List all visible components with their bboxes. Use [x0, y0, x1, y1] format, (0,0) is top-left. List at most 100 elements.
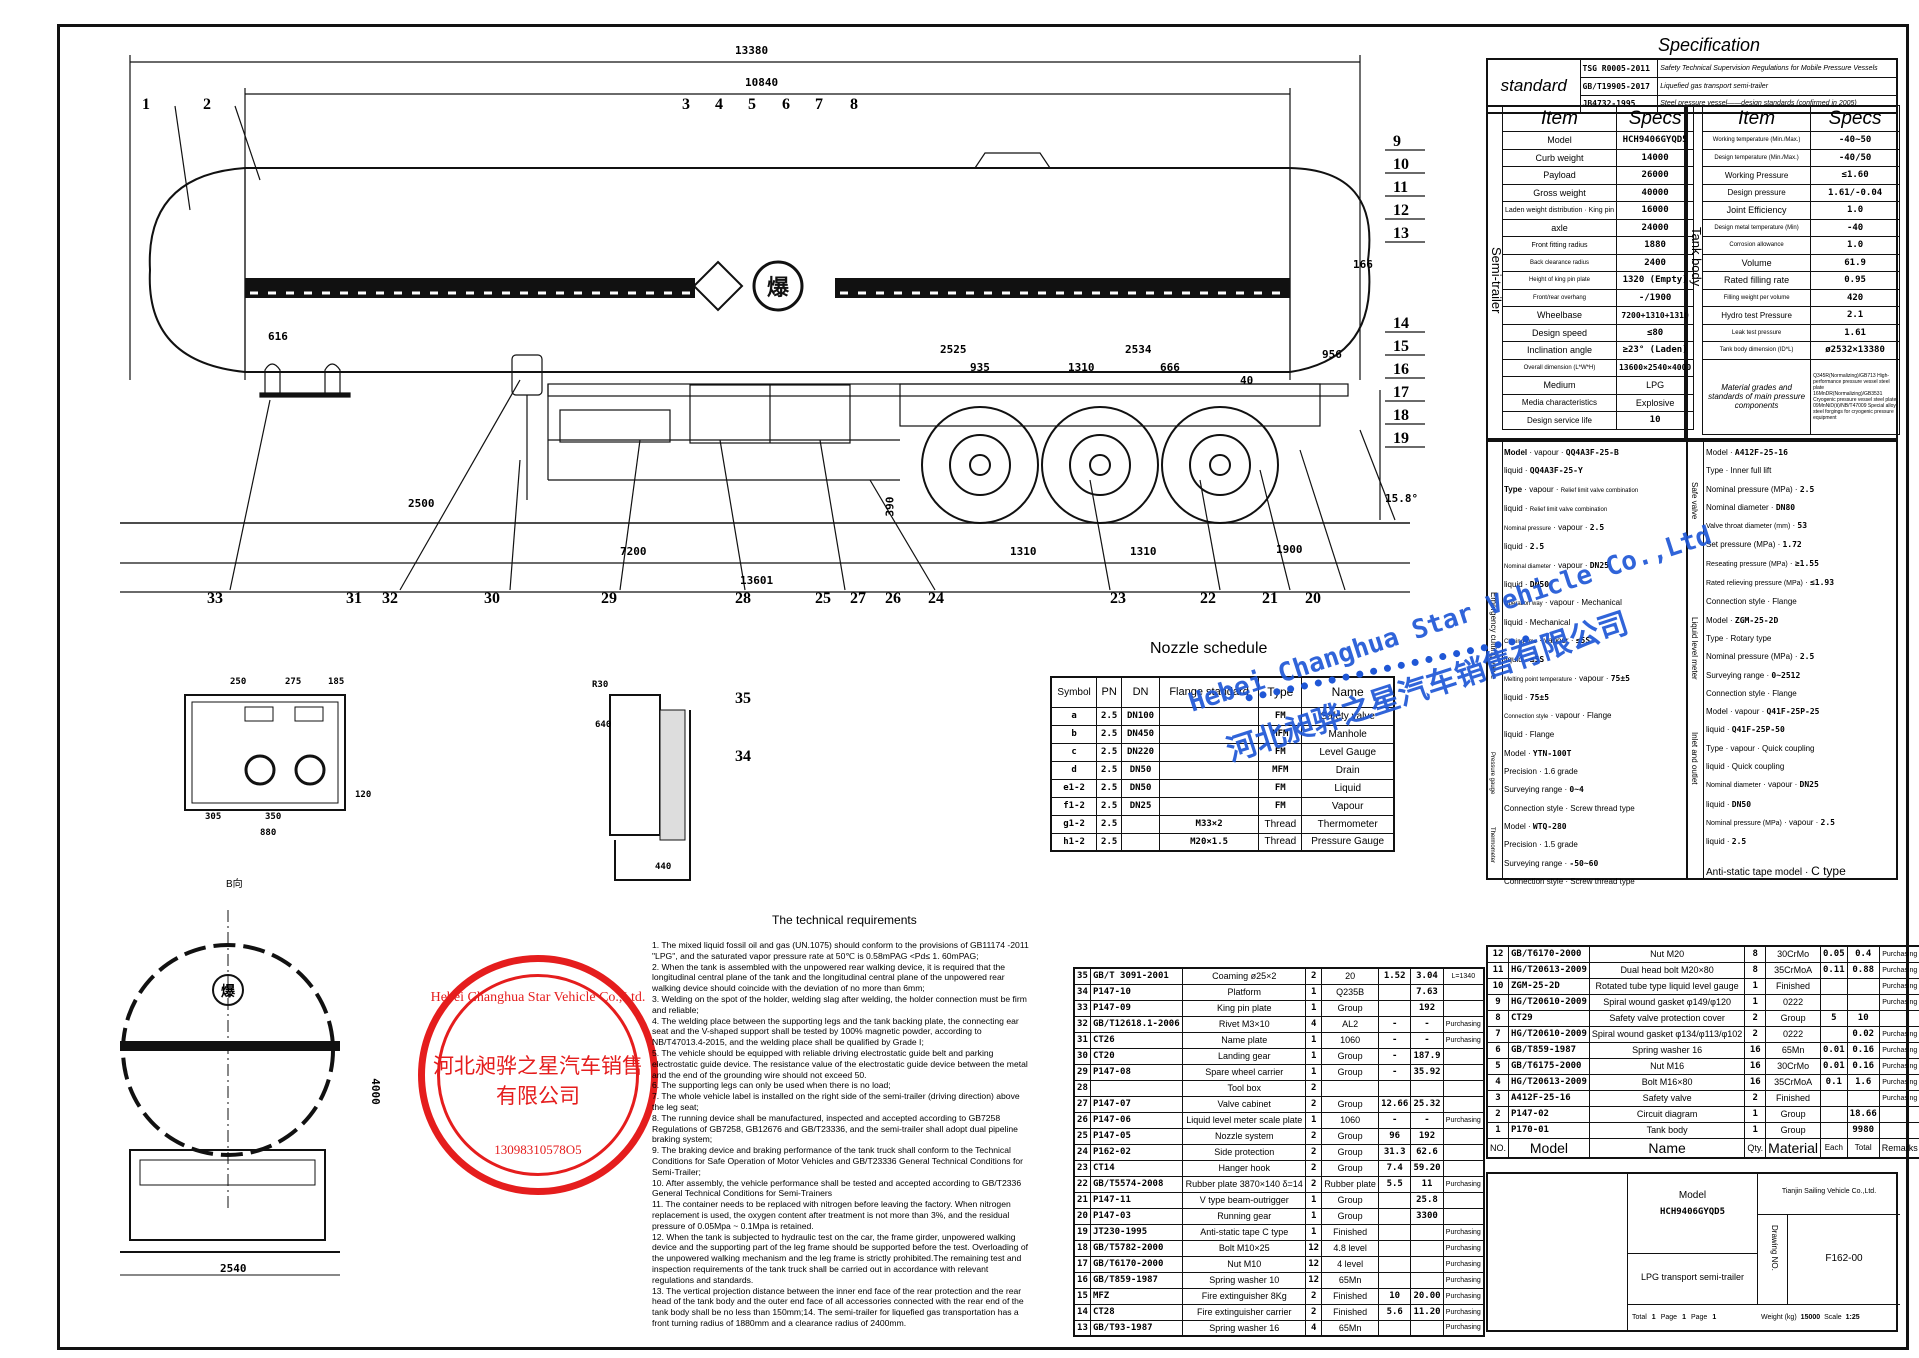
dim-1310b: 1310 — [1010, 545, 1037, 558]
callout-2: 2 — [203, 96, 211, 113]
cabinet-dim-250: 250 — [230, 677, 247, 687]
callout-25: 25 — [815, 590, 831, 607]
callout-5: 5 — [748, 96, 756, 113]
callouts-right: 9 10 11 12 13 — [1393, 133, 1409, 242]
cabinet-dim-305: 305 — [205, 812, 222, 822]
callout-23: 23 — [1110, 590, 1126, 607]
callout-33: 33 — [207, 590, 223, 607]
callout-24: 24 — [928, 590, 944, 607]
cabinet-dim-275: 275 — [285, 677, 302, 687]
dim-overall-length: 13380 — [735, 44, 769, 57]
table-row: Overall dimension (L*W*H)13600×2540×4000 — [1502, 358, 1695, 377]
company-stamp: 河北昶骅之星汽车销售有限公司 Hebei Changhua Star Vehic… — [418, 955, 658, 1195]
requirements-title: The technical requirements — [772, 913, 917, 927]
rear-view-label: B向 — [226, 879, 243, 890]
dim-1310: 1310 — [1068, 361, 1095, 374]
spec-title: Specification — [1658, 35, 1761, 55]
table-row: Design speed≤80 — [1502, 323, 1695, 342]
callout-29: 29 — [601, 590, 617, 607]
dim-935: 935 — [970, 361, 990, 374]
callout-20: 20 — [1305, 590, 1321, 607]
callout-7: 7 — [815, 96, 823, 113]
callout-21: 21 — [1262, 590, 1278, 607]
trailer-side-view: 爆 — [120, 55, 1425, 593]
valves-left-list: Model · vapour · QQ4A3F-25-B liquid · QQ… — [1504, 448, 1639, 886]
dim-7200: 7200 — [620, 545, 647, 558]
valves-right-list: Model · A412F-25-16 Type · Inner full li… — [1706, 448, 1846, 878]
table-row: Working temperature (Min./Max.)-40~50 — [1701, 131, 1900, 150]
dim-angle: 15.8° — [1385, 492, 1419, 505]
table-row: Inclination angle≥23° (Laden) — [1502, 341, 1695, 360]
callout-4: 4 — [715, 96, 723, 113]
rear-dim-width: 2540 — [220, 1262, 247, 1275]
valves-spec: Safe valve Liquid level meter Inlet and … — [1486, 440, 1898, 886]
table-row: Design metal temperature (Min)-40 — [1701, 218, 1900, 237]
table-row: Material grades and standards of main pr… — [1701, 358, 1900, 435]
dim-166: 166 — [1353, 258, 1373, 271]
rear-view: 爆 — [120, 910, 340, 1276]
svg-text:爆: 爆 — [767, 276, 790, 301]
hanger-dim-440: 440 — [655, 862, 672, 872]
table-row: Design temperature (Min./Max.)-40/50 — [1701, 148, 1900, 167]
dim-1900: 1900 — [1276, 543, 1303, 556]
callout-26: 26 — [885, 590, 901, 607]
dim-2525: 2525 — [940, 343, 967, 356]
hanger-dim-r30: R30 — [592, 680, 609, 690]
dim-tank-length: 10840 — [745, 76, 779, 89]
valve-cabinet-view — [184, 694, 346, 811]
nozzle-schedule-title: Nozzle schedule — [1150, 640, 1268, 657]
dim-2500: 2500 — [408, 497, 435, 510]
callout-28: 28 — [735, 590, 751, 607]
dim-total-length: 13601 — [740, 574, 774, 587]
dim-390: 390 — [883, 496, 897, 517]
svg-text:爆: 爆 — [221, 983, 236, 1000]
